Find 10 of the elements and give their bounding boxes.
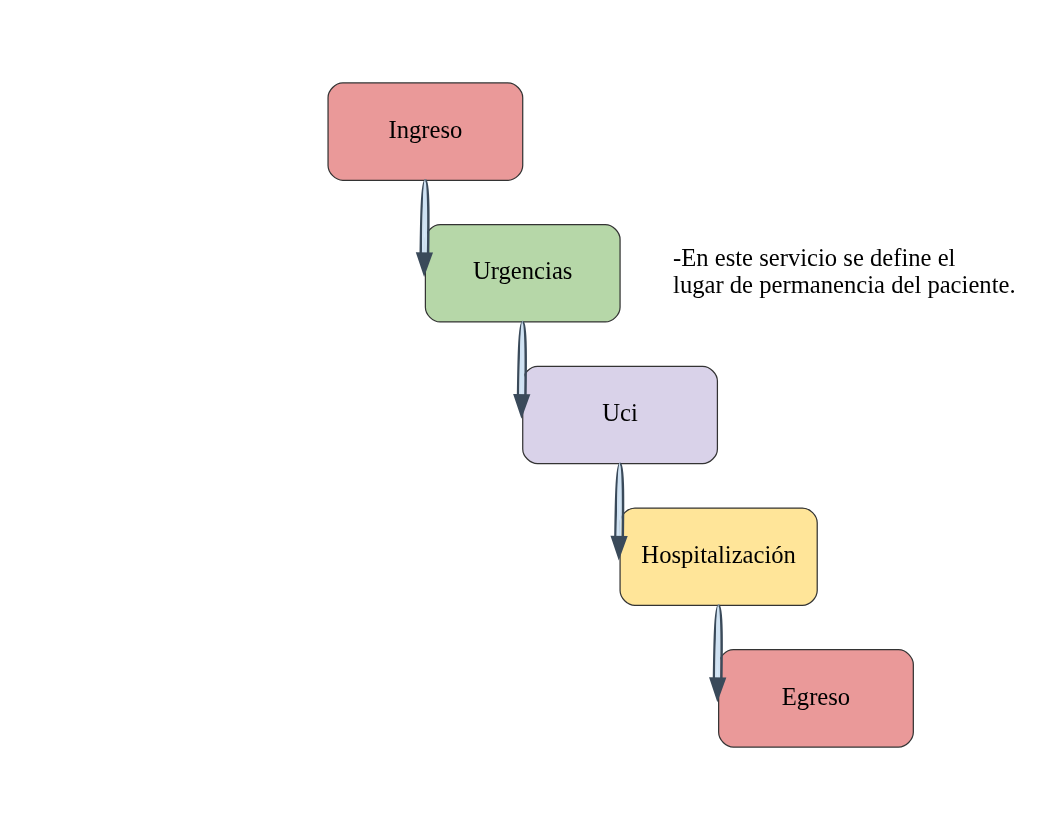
- arrow: [513, 321, 531, 419]
- node-box: Ingreso: [327, 82, 524, 181]
- arrow: [415, 179, 434, 278]
- node-box: Egreso: [718, 649, 914, 748]
- node-box: Uci: [522, 365, 719, 465]
- arrow: [709, 604, 727, 703]
- arrow: [610, 463, 628, 561]
- node-label: -En este servicio se define el lugar de permanencia del paciente.: [673, 243, 1016, 299]
- node-box: Hospitalización: [619, 507, 818, 606]
- node-box: Urgencias: [424, 224, 621, 323]
